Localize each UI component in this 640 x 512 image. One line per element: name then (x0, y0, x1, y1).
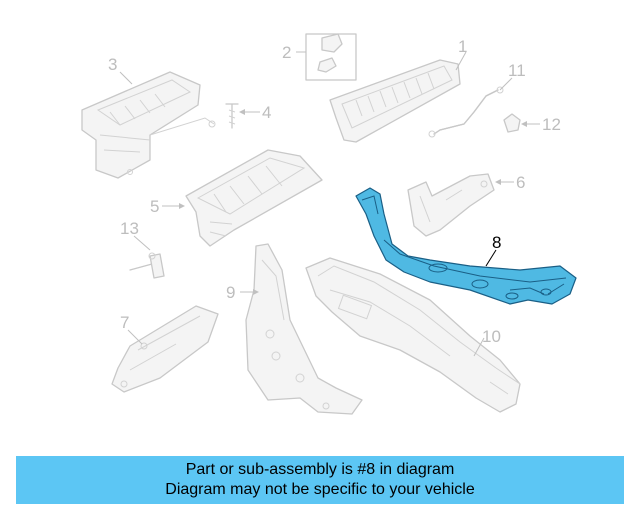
part-2-clips (305, 33, 357, 81)
banner-line-1: Part or sub-assembly is #8 in diagram (185, 461, 455, 478)
callout-6: 6 (516, 173, 525, 192)
info-banner: Part or sub-assembly is #8 in diagram Di… (16, 456, 624, 504)
part-11-hose (428, 86, 504, 138)
callout-11: 11 (508, 61, 526, 80)
part-6-bracket (407, 173, 495, 237)
callout-12: 12 (542, 115, 561, 134)
part-13-sensor (129, 252, 165, 279)
callout-13: 13 (120, 219, 139, 238)
parts-diagram: 1 2 3 4 5 6 7 8 9 10 11 12 13 (81, 33, 577, 415)
callout-9: 9 (226, 283, 235, 302)
part-1-vent-grille (329, 59, 461, 143)
callout-10: 10 (482, 327, 501, 346)
callout-4: 4 (262, 103, 271, 122)
callout-2: 2 (282, 43, 291, 62)
part-5-duct-housing (185, 149, 323, 247)
banner-line-2: Diagram may not be specific to your vehi… (165, 481, 475, 498)
callout-1: 1 (458, 37, 467, 56)
callout-8: 8 (492, 233, 501, 252)
part-8-highlighted-duct (355, 187, 577, 305)
part-10-floor-duct (305, 257, 521, 413)
part-7-bracket (111, 305, 219, 393)
callout-3: 3 (108, 55, 117, 74)
part-3-duct-housing (81, 71, 216, 179)
part-9-bracket (245, 243, 363, 415)
part-12-clip (503, 113, 521, 133)
callout-5: 5 (150, 197, 159, 216)
part-4-screw (225, 103, 239, 129)
callout-7: 7 (120, 313, 129, 332)
